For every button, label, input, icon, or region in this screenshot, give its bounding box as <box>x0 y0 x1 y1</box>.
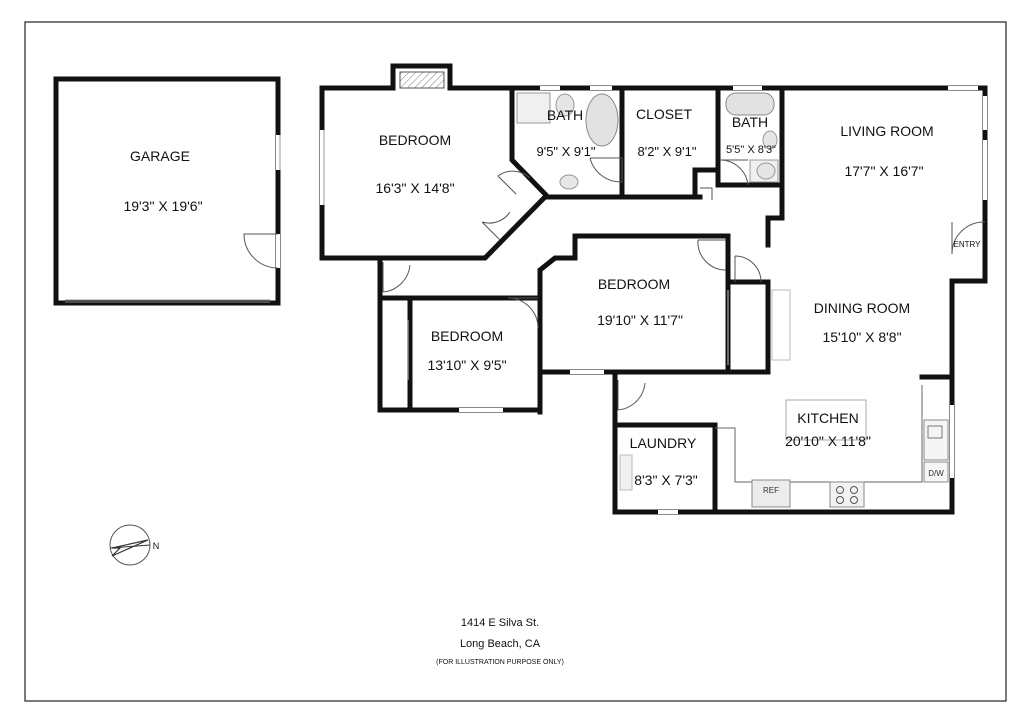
compass-letter: N <box>153 541 160 551</box>
windows <box>320 86 987 514</box>
address-block: 1414 E Silva St. Long Beach, CA (FOR ILL… <box>436 617 564 666</box>
address-note: (FOR ILLUSTRATION PURPOSE ONLY) <box>436 659 564 666</box>
bedroom3-dims: 13'10" X 9'5" <box>427 357 506 373</box>
bedroom1-dims: 16'3" X 14'8" <box>375 180 454 196</box>
garage: GARAGE 19'3" X 19'6" <box>53 76 281 306</box>
compass-icon: N <box>109 524 160 566</box>
kitchen-fixtures: REF D/W <box>619 385 949 508</box>
doors <box>382 157 986 411</box>
bath-fixtures <box>516 92 779 190</box>
entry-label: ENTRY <box>954 240 982 249</box>
living-name: LIVING ROOM <box>840 123 933 139</box>
page-border <box>24 21 1007 702</box>
bath1-name: BATH <box>547 107 583 123</box>
bath1-dims: 9'5" X 9'1" <box>536 144 595 159</box>
closet-name: CLOSET <box>636 106 692 122</box>
bedroom2-name: BEDROOM <box>598 276 670 292</box>
bath2-dims: 5'5" X 8'3" <box>726 144 776 156</box>
closet-dims: 8'2" X 9'1" <box>637 144 696 159</box>
garage-name: GARAGE <box>130 148 190 164</box>
bedroom3-name: BEDROOM <box>431 328 503 344</box>
dining-name: DINING ROOM <box>814 300 910 316</box>
laundry-name: LAUNDRY <box>630 435 697 451</box>
dining-dims: 15'10" X 8'8" <box>822 329 901 345</box>
bath2-name: BATH <box>732 114 768 130</box>
kitchen-name: KITCHEN <box>797 410 858 426</box>
bedroom2-dims: 19'10" X 11'7" <box>597 312 683 328</box>
laundry-dims: 8'3" X 7'3" <box>634 472 698 488</box>
kitchen-dims: 20'10" X 11'8" <box>785 433 871 449</box>
dw-label: D/W <box>928 469 944 478</box>
room-labels: BEDROOM 16'3" X 14'8" BATH 9'5" X 9'1" C… <box>375 106 981 488</box>
ref-label: REF <box>763 486 779 495</box>
address-city: Long Beach, CA <box>460 638 541 650</box>
bedroom1-name: BEDROOM <box>379 132 451 148</box>
garage-dims: 19'3" X 19'6" <box>123 198 202 214</box>
address-street: 1414 E Silva St. <box>461 617 539 629</box>
living-dims: 17'7" X 16'7" <box>844 163 923 179</box>
